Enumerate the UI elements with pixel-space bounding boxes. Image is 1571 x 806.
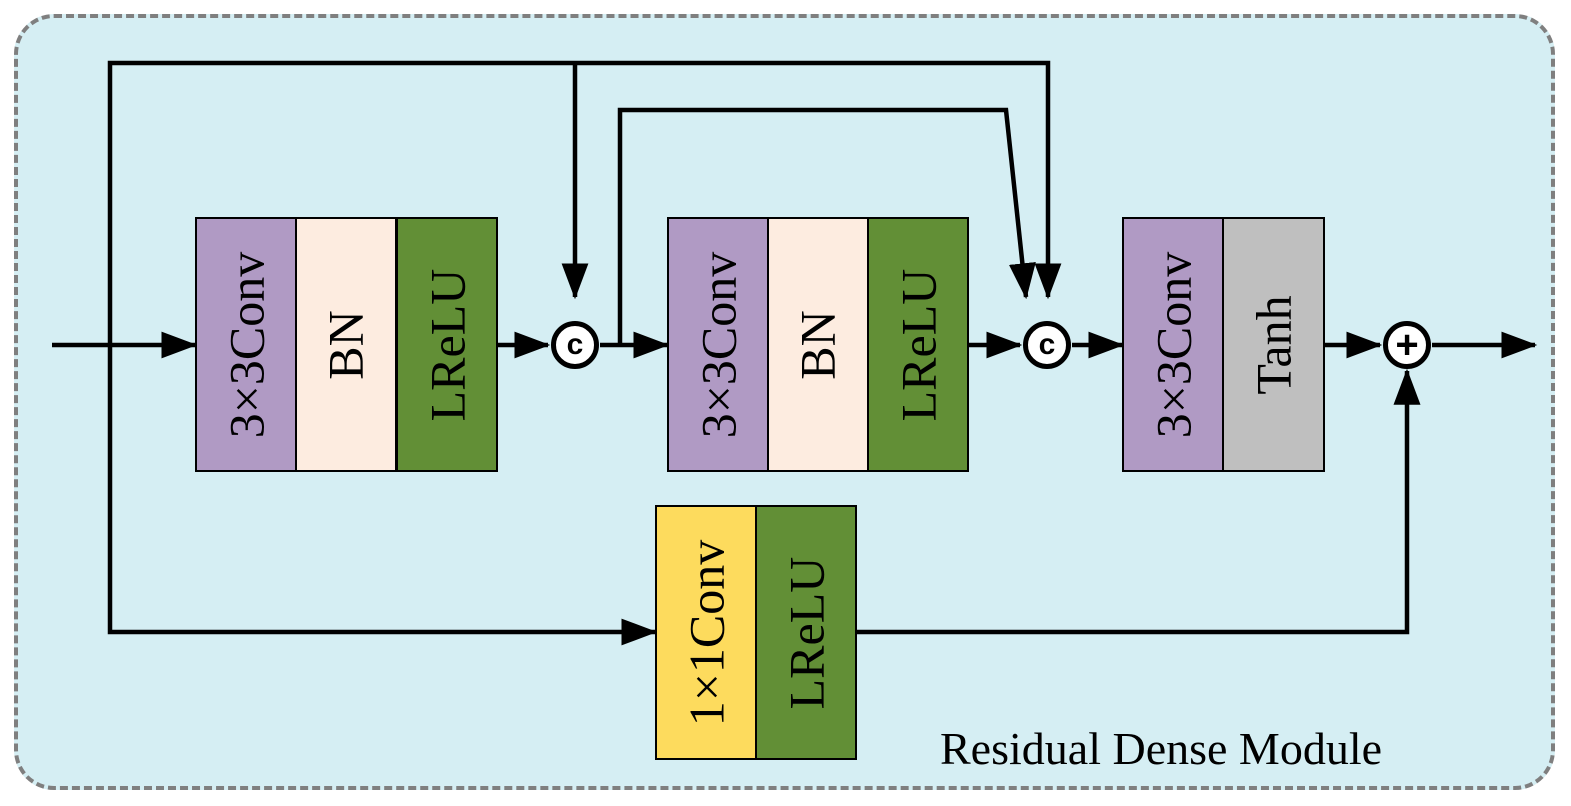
add-node: + xyxy=(1383,321,1431,369)
concat-node-2-symbol: c xyxy=(1038,328,1056,361)
bn-block-2-label: BN xyxy=(790,309,846,380)
conv1x1-block-label: 1×1Conv xyxy=(678,539,734,726)
lrelu-block-1-label: LReLU xyxy=(419,268,476,421)
add-node-symbol: + xyxy=(1395,323,1419,367)
residual-to-add xyxy=(857,368,1421,635)
conv3x3-block-1-label: 3×3Conv xyxy=(218,251,274,438)
lrelu-skip-block-label: LReLU xyxy=(778,556,835,709)
bn-block-1: BN xyxy=(295,217,397,472)
conv3x3-block-2-label: 3×3Conv xyxy=(690,251,746,438)
lrelu-block-2-label: LReLU xyxy=(890,268,947,421)
bn-block-1-label: BN xyxy=(318,309,374,380)
concat-node-2: c xyxy=(1023,321,1071,369)
conv1x1-block: 1×1Conv xyxy=(655,505,757,760)
tanh-block-label: Tanh xyxy=(1245,294,1302,395)
lrelu-block-2: LReLU xyxy=(867,217,969,472)
module-title: Residual Dense Module xyxy=(940,723,1383,774)
bn-block-2: BN xyxy=(767,217,869,472)
lrelu-skip-block: LReLU xyxy=(755,505,857,760)
conv3x3-block-1: 3×3Conv xyxy=(195,217,297,472)
dense-skip-concat1 xyxy=(617,107,1036,345)
residual-branch xyxy=(107,345,658,646)
conv3x3-block-2: 3×3Conv xyxy=(667,217,769,472)
concat-node-1-symbol: c xyxy=(566,328,584,361)
lrelu-block-1: LReLU xyxy=(396,217,498,472)
dense-skip-input xyxy=(107,60,1062,345)
concat-node-1: c xyxy=(551,321,599,369)
conv3x3-block-3-label: 3×3Conv xyxy=(1145,251,1201,438)
conv3x3-block-3: 3×3Conv xyxy=(1122,217,1224,472)
tanh-block: Tanh xyxy=(1222,217,1325,472)
